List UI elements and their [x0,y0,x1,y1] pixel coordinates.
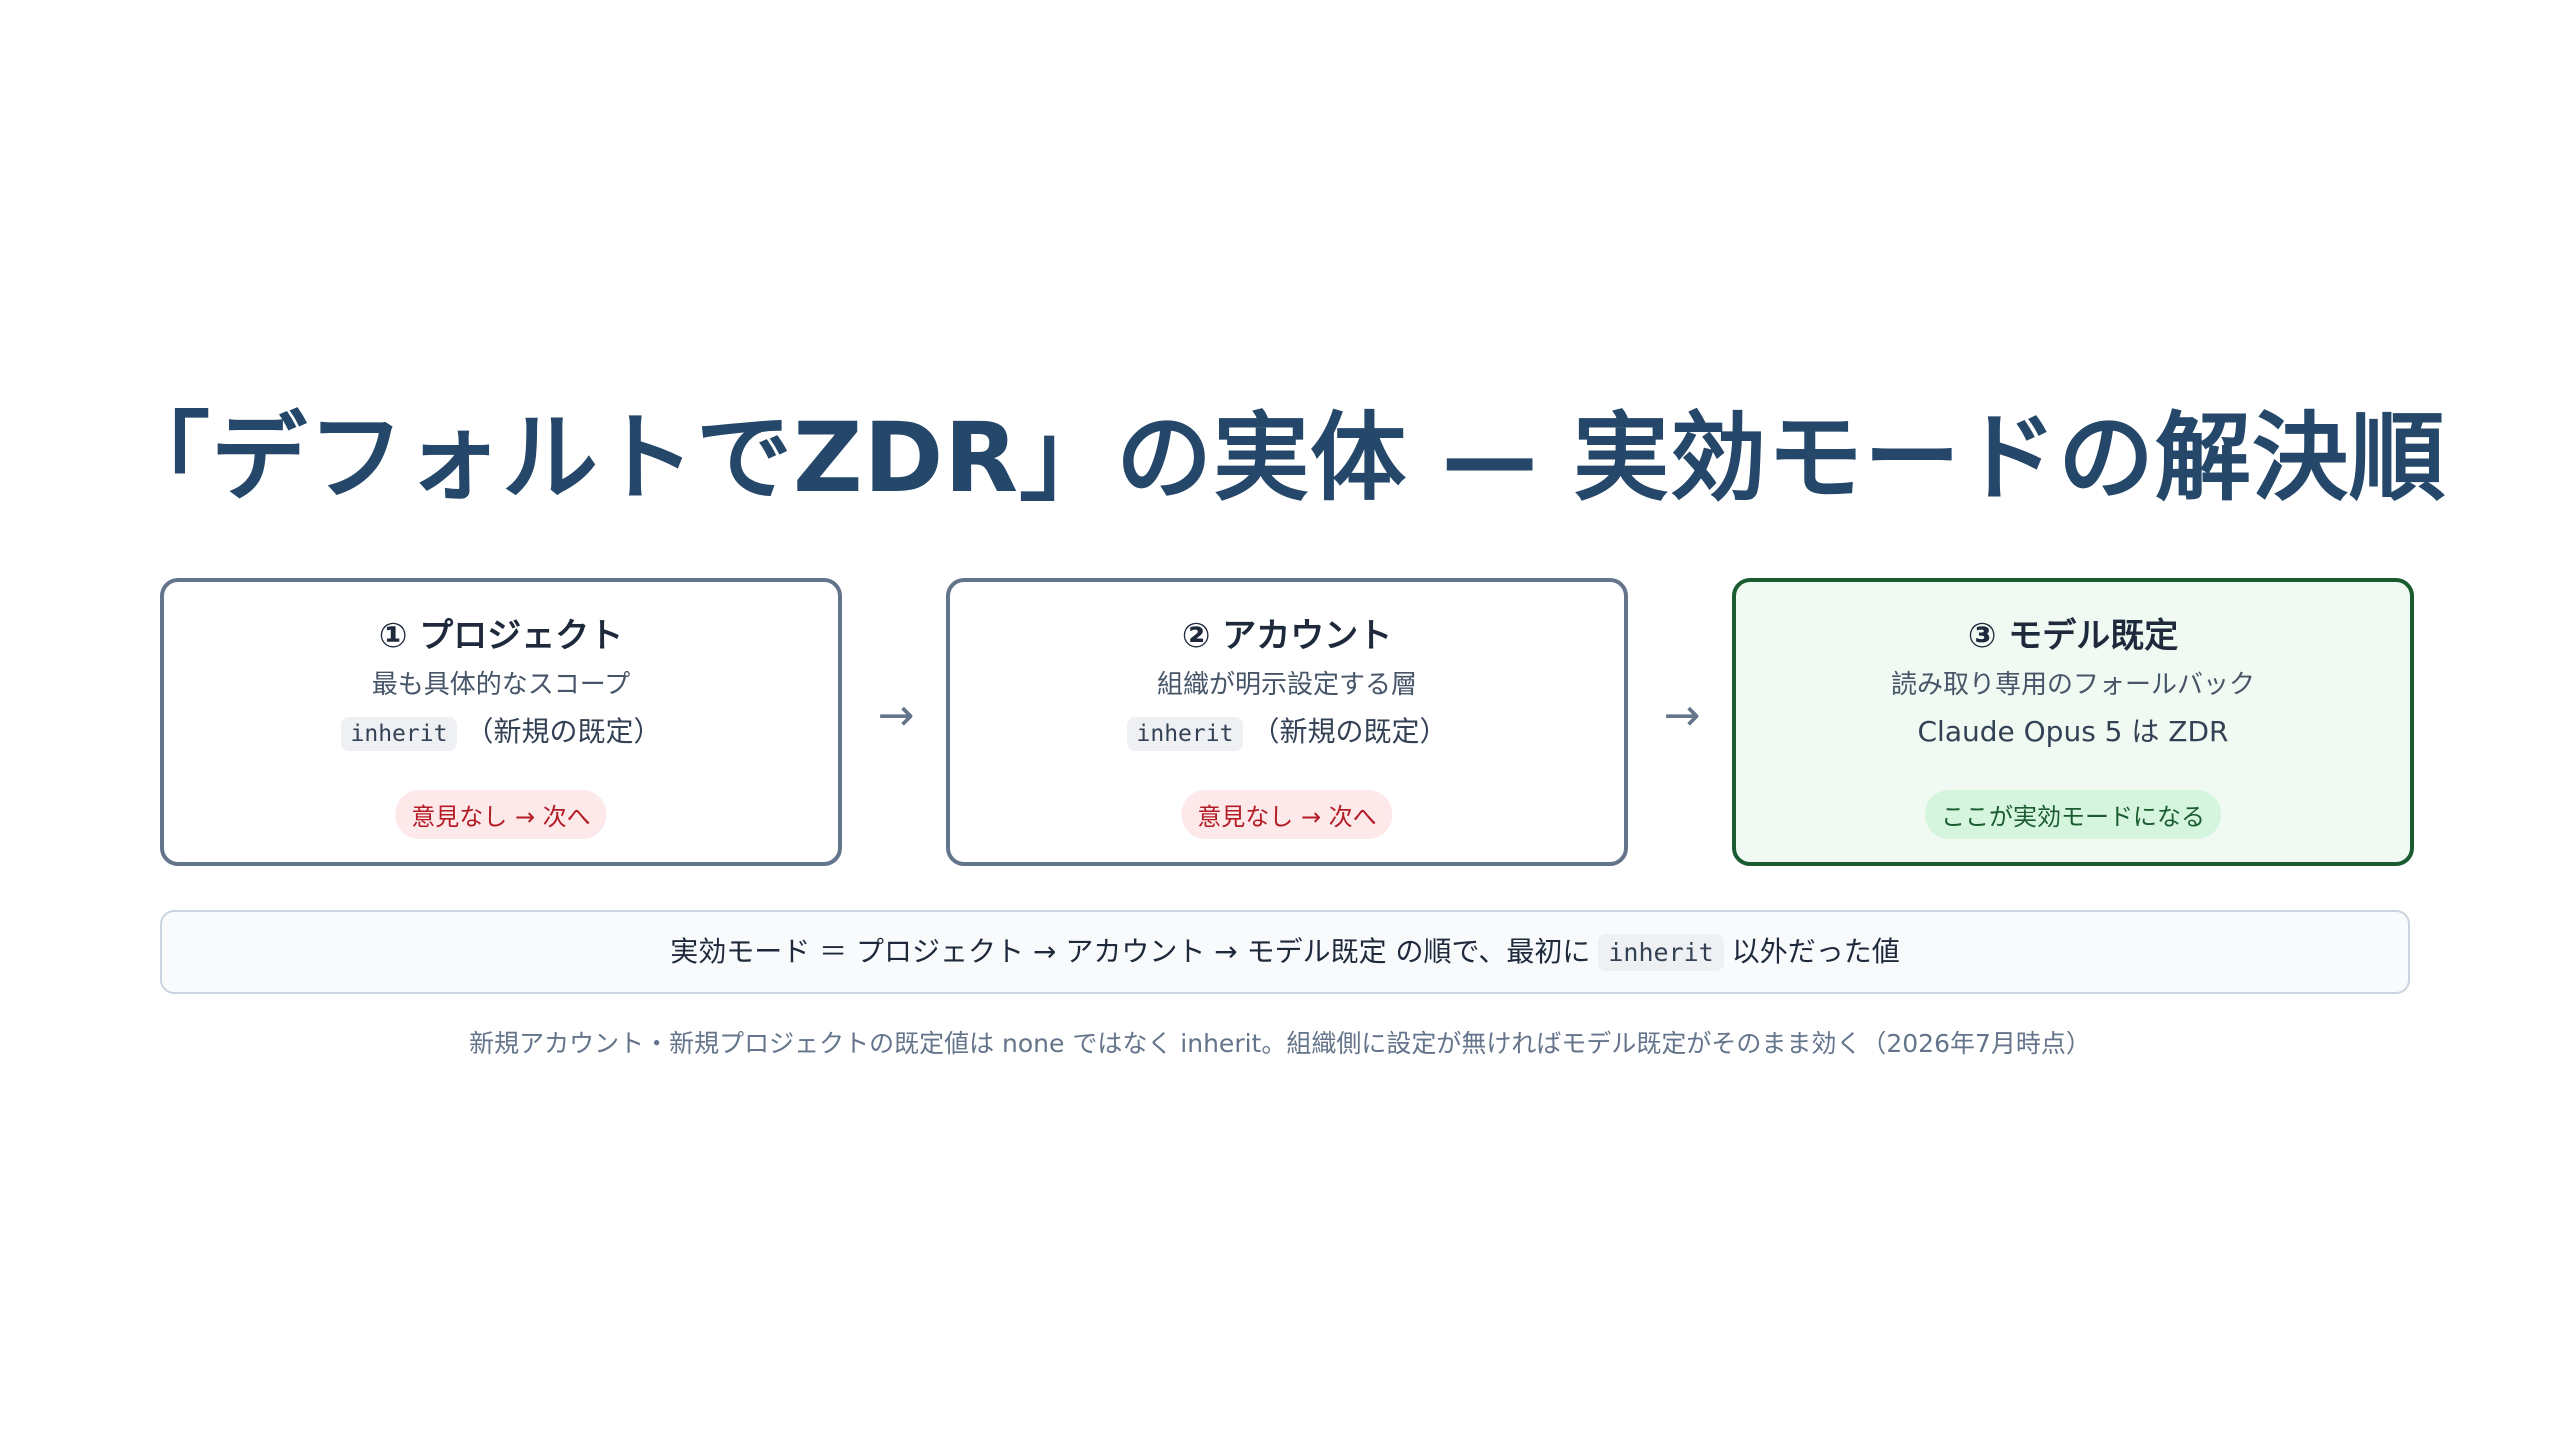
step-default: inherit（新規の既定） [164,710,838,751]
step-description: 最も具体的なスコープ [371,670,631,700]
step-default: inherit（新規の既定） [950,710,1624,751]
formula-prefix: 実効モード ＝ プロジェクト → アカウント → モデル既定 の順で、最初に [670,935,1591,968]
step-title: ① プロジェクト [378,616,624,656]
step-default-text: （新規の既定） [465,715,662,748]
step-title: ② アカウント [1181,616,1393,656]
step-model-default: ③ モデル既定 読み取り専用のフォールバック Claude Opus 5 は Z… [1732,578,2414,866]
step-default: Claude Opus 5 は ZDR [1736,710,2410,750]
footnote: 新規アカウント・新規プロジェクトの既定値は none ではなく inherit。… [469,1029,2091,1058]
page-title: 「デフォルトでZDR」の実体 — 実効モードの解決順 [113,402,2447,514]
arrow-right-icon: → [1663,690,1701,741]
arrow-right-icon: → [877,690,915,741]
status-badge: ここが実効モードになる [1925,790,2221,839]
step-default-text: Claude Opus 5 は ZDR [1917,715,2229,748]
step-title: ③ モデル既定 [1967,616,2179,656]
formula-suffix: 以外だった値 [1731,935,1900,968]
code-inherit: inherit [1598,934,1724,971]
step-description: 組織が明示設定する層 [1156,670,1417,700]
code-inherit: inherit [1126,717,1244,751]
step-project: ① プロジェクト 最も具体的なスコープ inherit（新規の既定） 意見なし … [160,578,842,866]
step-default-text: （新規の既定） [1251,715,1448,748]
step-description: 読み取り専用のフォールバック [1890,670,2255,700]
status-badge: 意見なし → 次へ [395,790,607,839]
status-badge: 意見なし → 次へ [1181,790,1393,839]
code-inherit: inherit [340,717,458,751]
step-account: ② アカウント 組織が明示設定する層 inherit（新規の既定） 意見なし →… [946,578,1628,866]
